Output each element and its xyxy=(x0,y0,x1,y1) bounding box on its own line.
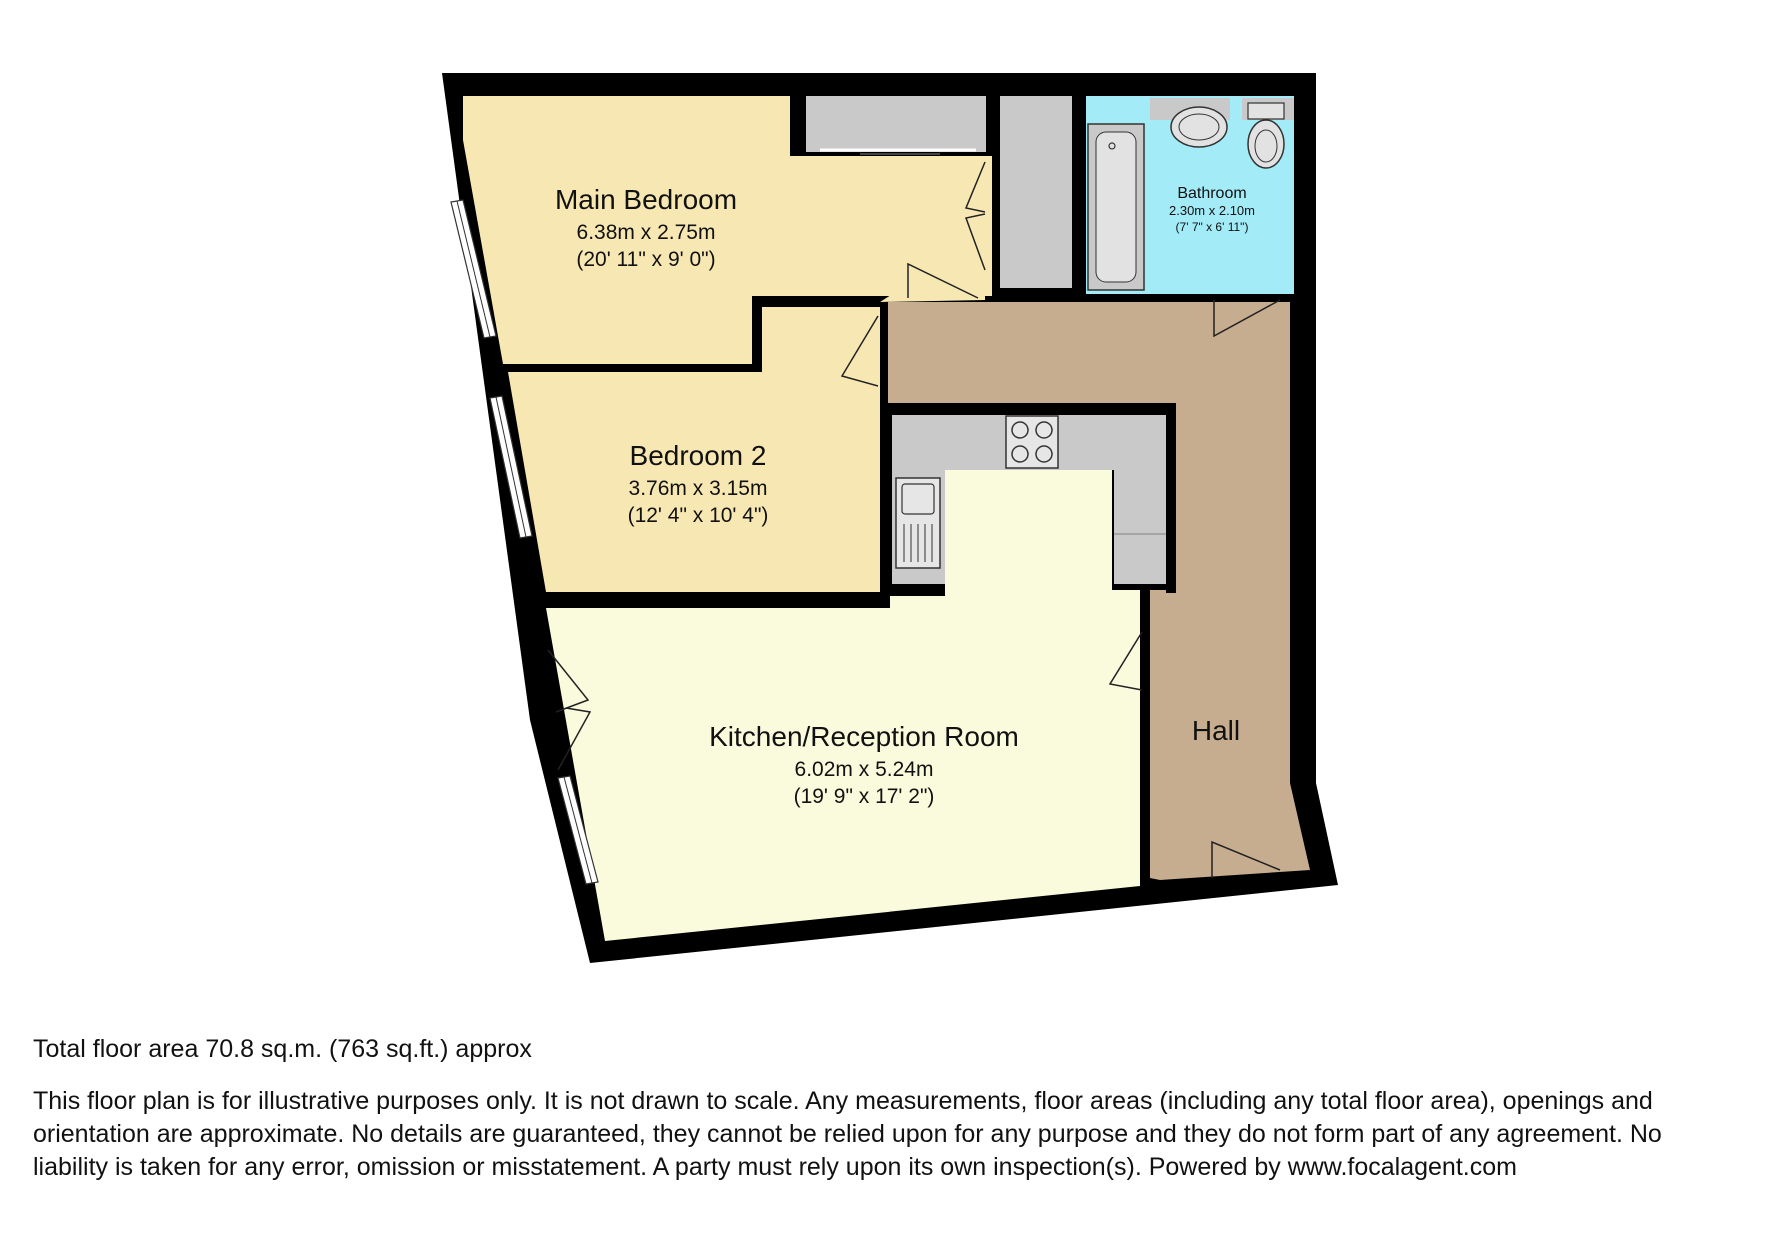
wall xyxy=(1166,403,1176,593)
kitchen-worktop xyxy=(892,414,1166,584)
hob-icon xyxy=(1005,415,1059,469)
wall xyxy=(992,156,1000,296)
room-label-bathroom: Bathroom 2.30m x 2.10m (7' 7" x 6' 11") xyxy=(1169,185,1255,234)
room-dim-metric: 6.38m x 2.75m xyxy=(577,221,716,244)
room-dim-imperial: (19' 9" x 17' 2") xyxy=(794,785,935,808)
hall-floor xyxy=(888,302,1310,880)
disclaimer-text: This floor plan is for illustrative purp… xyxy=(33,1087,1662,1181)
room-name: Kitchen/Reception Room xyxy=(709,721,1019,752)
toilet-icon xyxy=(1242,98,1294,169)
room-label-main-bedroom: Main Bedroom 6.38m x 2.75m (20' 11" x 9'… xyxy=(555,184,737,271)
room-name: Bathroom xyxy=(1177,185,1246,202)
main-bedroom-lobby xyxy=(880,286,985,302)
room-label-kitchen-reception: Kitchen/Reception Room 6.02m x 5.24m (19… xyxy=(709,721,1019,808)
window-icon xyxy=(450,199,497,339)
wall xyxy=(1072,96,1086,294)
wardrobe-icon xyxy=(806,96,986,152)
room-dim-metric: 6.02m x 5.24m xyxy=(795,758,934,781)
window-icon xyxy=(557,775,599,885)
room-dim-imperial: (7' 7" x 6' 11") xyxy=(1176,220,1249,234)
bedroom-2-floor xyxy=(508,307,880,592)
basin-icon xyxy=(1150,98,1230,148)
room-dim-metric: 3.76m x 3.15m xyxy=(629,477,768,500)
room-name: Main Bedroom xyxy=(555,184,737,215)
floor-plan: Main Bedroom 6.38m x 2.75m (20' 11" x 9'… xyxy=(442,73,1338,963)
wall xyxy=(880,403,1172,415)
room-label-hall: Hall xyxy=(1192,715,1240,746)
room-name: Hall xyxy=(1192,715,1240,746)
room-dim-imperial: (20' 11" x 9' 0") xyxy=(576,248,715,271)
door-swing-icon xyxy=(547,161,1281,878)
bathtub-icon xyxy=(1087,123,1145,291)
total-floor-area: Total floor area 70.8 sq.m. (763 sq.ft.)… xyxy=(33,1035,532,1063)
room-dim-metric: 2.30m x 2.10m xyxy=(1169,203,1255,218)
sink-icon xyxy=(895,477,941,569)
room-label-bedroom-2: Bedroom 2 3.76m x 3.15m (12' 4" x 10' 4"… xyxy=(628,440,769,527)
room-dim-imperial: (12' 4" x 10' 4") xyxy=(628,504,769,527)
room-name: Bedroom 2 xyxy=(630,440,767,471)
window-icon xyxy=(489,395,533,539)
main-bedroom-floor xyxy=(463,96,992,364)
cupboard-icon xyxy=(1000,96,1072,288)
kitchen-reception-floor xyxy=(546,470,1140,941)
